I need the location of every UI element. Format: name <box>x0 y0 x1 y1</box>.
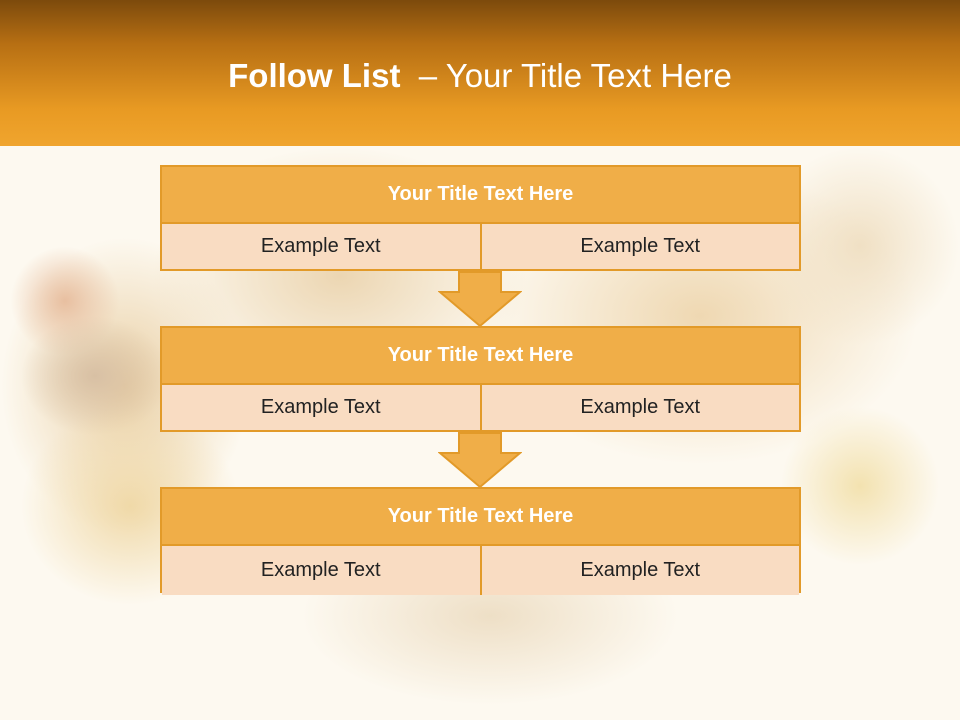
slide-title: Follow List – Your Title Text Here <box>0 52 960 100</box>
step-cell-left: Example Text <box>162 224 480 269</box>
slide-title-rest: – Your Title Text Here <box>400 57 732 94</box>
step-block-3: Your Title Text Here Example Text Exampl… <box>160 487 801 595</box>
step-cell-right: Example Text <box>479 385 799 430</box>
title-banner <box>0 0 960 146</box>
slide-title-bold: Follow List <box>228 57 401 94</box>
step-block-1: Your Title Text Here Example Text Exampl… <box>160 165 801 271</box>
down-arrow-icon <box>438 271 522 328</box>
step-title: Your Title Text Here <box>162 328 799 385</box>
step-cell-right: Example Text <box>479 224 799 269</box>
step-cell-left: Example Text <box>162 385 480 430</box>
step-row: Example Text Example Text <box>162 546 799 595</box>
step-title: Your Title Text Here <box>162 167 799 224</box>
step-row: Example Text Example Text <box>162 224 799 269</box>
step-cell-left: Example Text <box>162 546 480 595</box>
step-row: Example Text Example Text <box>162 385 799 430</box>
down-arrow-icon <box>438 432 522 489</box>
step-cell-right: Example Text <box>479 546 799 595</box>
step-title: Your Title Text Here <box>162 489 799 546</box>
step-block-2: Your Title Text Here Example Text Exampl… <box>160 326 801 432</box>
